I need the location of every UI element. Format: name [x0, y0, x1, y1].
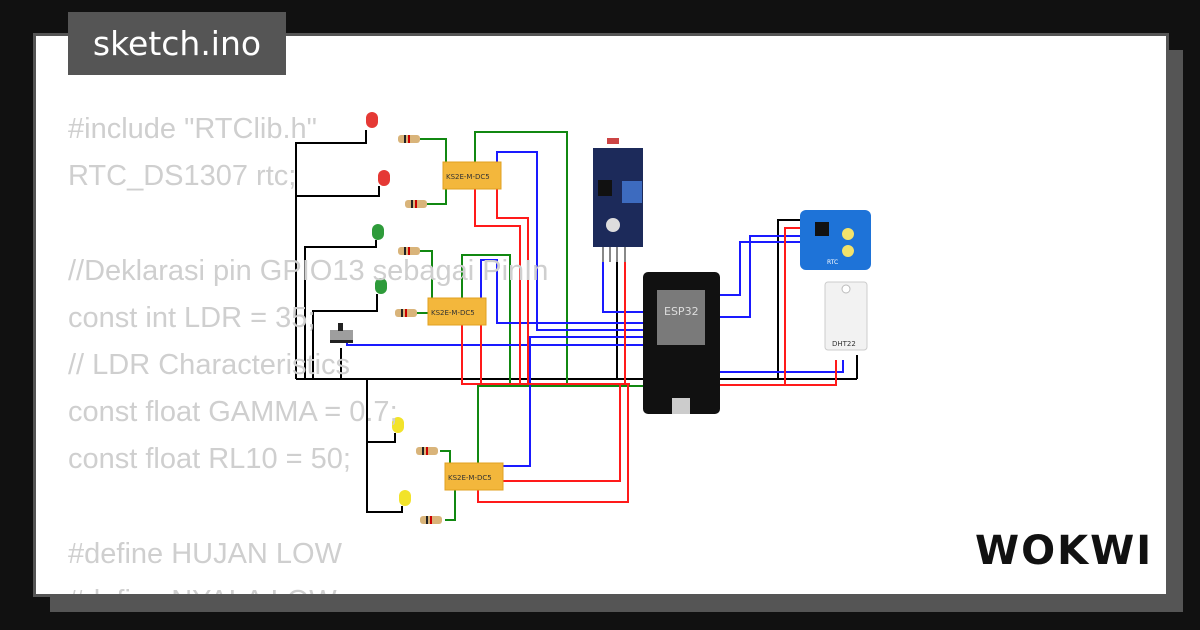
wire-red — [461, 322, 630, 385]
wire-blue — [500, 336, 648, 467]
led — [366, 112, 378, 128]
wire-black — [717, 219, 805, 380]
wire-blue — [602, 247, 648, 313]
rtc-label: RTC — [827, 259, 838, 266]
relay-label: KS2E-M-DC5 — [431, 309, 475, 317]
wire-red — [500, 384, 621, 482]
led — [399, 490, 411, 506]
wire-black — [366, 379, 396, 443]
wire-red — [474, 186, 521, 384]
wire-green — [417, 312, 430, 322]
ldr-sensor-module — [593, 138, 643, 262]
relay-2: KS2E-M-DC5 — [427, 297, 487, 326]
wire-red — [717, 227, 805, 386]
relay-label: KS2E-M-DC5 — [446, 173, 490, 181]
wires — [295, 130, 858, 521]
wire-blue — [717, 235, 805, 318]
wire-green — [440, 450, 451, 467]
leds — [366, 112, 411, 506]
relay-label: KS2E-M-DC5 — [448, 474, 492, 482]
wire-blue — [717, 360, 844, 373]
wire-green — [445, 485, 456, 521]
wokwi-logo: WOKWI — [975, 528, 1154, 574]
led — [392, 417, 404, 433]
resistor — [405, 200, 427, 208]
resistor — [398, 247, 420, 255]
wire-blue — [346, 343, 643, 346]
wire-red — [785, 360, 837, 386]
wire-red — [477, 384, 629, 503]
led — [375, 278, 387, 294]
mcu-label: ESP32 — [664, 305, 699, 318]
resistors — [395, 135, 442, 524]
relay-1: KS2E-M-DC5 — [442, 161, 502, 190]
resistor — [395, 309, 417, 317]
wire-green — [420, 250, 433, 300]
esp32-board: ESP32 — [643, 272, 720, 414]
slide-switch[interactable] — [330, 323, 353, 343]
wire-green — [461, 254, 511, 386]
led — [372, 224, 384, 240]
rtc-module: RTC — [800, 210, 871, 270]
wire-blue — [496, 151, 648, 331]
relay-3: KS2E-M-DC5 — [444, 462, 504, 491]
wire-blue — [717, 241, 805, 296]
wire-blue — [480, 259, 648, 324]
led — [378, 170, 390, 186]
sensor-label: DHT22 — [832, 340, 856, 348]
wire-black — [296, 186, 380, 197]
resistor — [420, 516, 442, 524]
wire-green — [427, 186, 447, 205]
dht22-sensor: DHT22 — [824, 281, 868, 351]
wire-red — [496, 186, 529, 384]
wire-black — [312, 294, 378, 379]
resistor — [416, 447, 438, 455]
wire-black — [304, 240, 377, 379]
wire-green — [420, 138, 447, 165]
wire-black — [366, 442, 403, 513]
wire-green — [474, 131, 568, 386]
wire-black — [295, 130, 367, 379]
resistor — [398, 135, 420, 143]
file-title: sketch.ino — [68, 12, 286, 75]
